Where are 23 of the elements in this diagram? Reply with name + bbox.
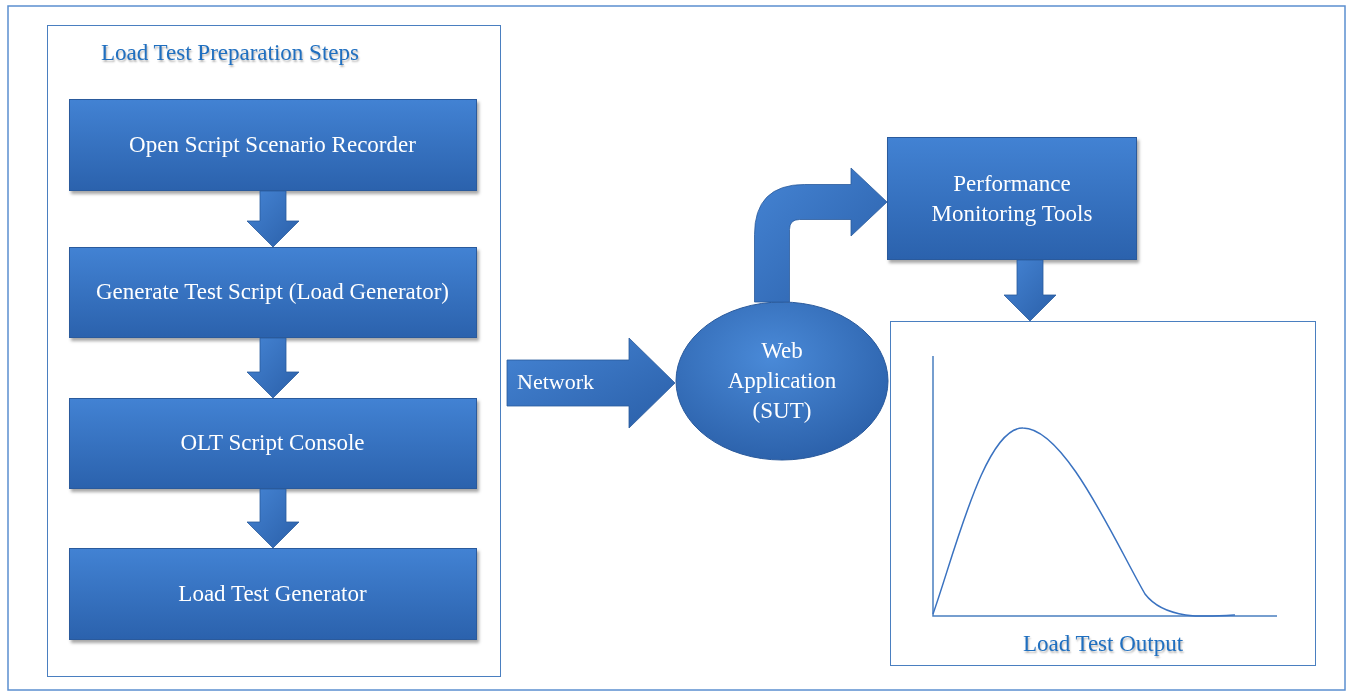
edge-label: Network — [517, 369, 594, 395]
node-label: Web Application (SUT) — [726, 337, 838, 425]
node-label: Performance Monitoring Tools — [930, 169, 1094, 228]
process-box — [68, 98, 477, 191]
process-box — [68, 397, 477, 489]
node-label: OLT Script Console — [180, 429, 365, 458]
block-arrow — [506, 337, 676, 429]
panel — [890, 321, 1316, 666]
process-box — [68, 547, 477, 640]
node-label: Load Test Generator — [178, 579, 367, 608]
node-label: Open Script Scenario Recorder — [129, 130, 416, 159]
block-arrow — [246, 190, 300, 248]
process-box — [887, 137, 1137, 260]
process-box — [68, 246, 477, 338]
panel-heading: Load Test Preparation Steps — [101, 40, 359, 66]
panel — [47, 25, 501, 677]
panel-heading: Load Test Output — [1021, 631, 1185, 657]
system-ellipse — [675, 301, 889, 461]
node-label: Generate Test Script (Load Generator) — [96, 278, 449, 307]
block-arrow — [246, 488, 300, 549]
block-arrow — [754, 167, 888, 303]
block-arrow — [1003, 259, 1057, 322]
block-arrow — [246, 337, 300, 399]
